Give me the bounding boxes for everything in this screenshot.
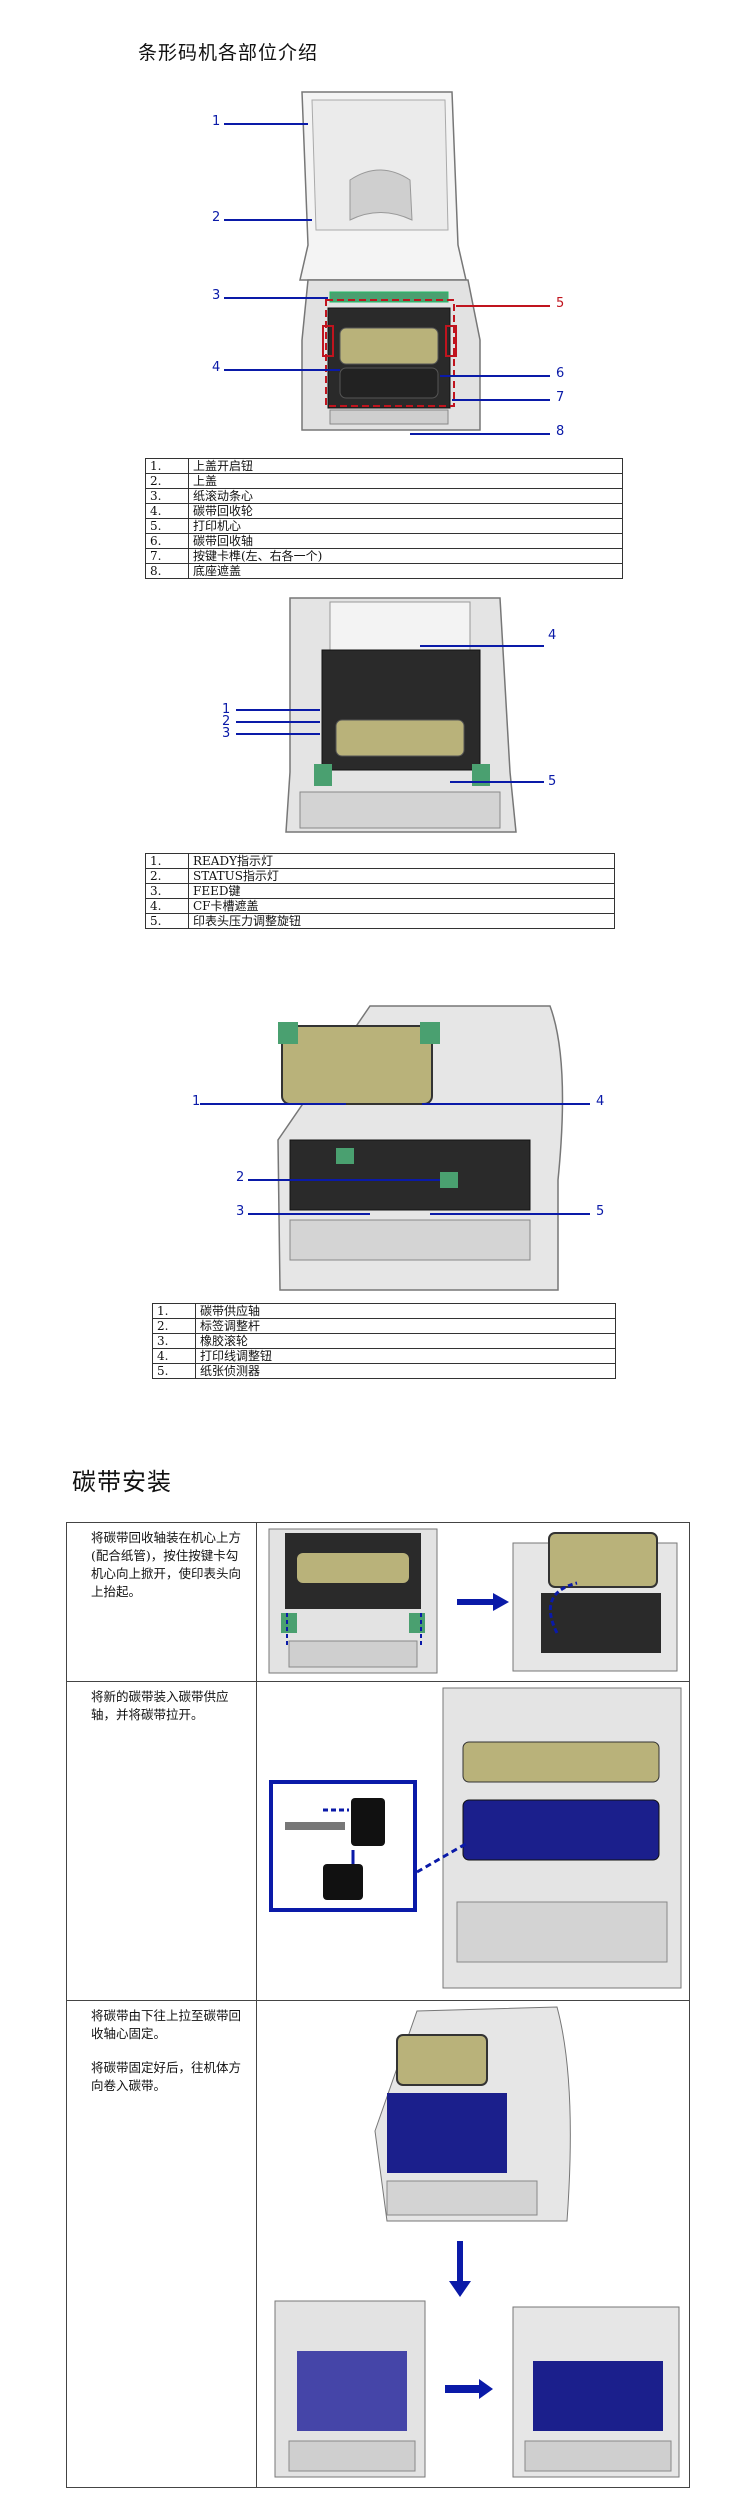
step-1-figure (256, 1522, 690, 1682)
step-2-figure (256, 1681, 690, 2001)
table-row: 2.上盖 (145, 473, 623, 489)
table-row: 1.碳带供应轴 (152, 1303, 616, 1319)
parts-table-2: 1.READY指示灯 2.STATUS指示灯 3.FEED键 4.CF卡槽遮盖 … (145, 853, 615, 929)
parts-table-1: 1.上盖开启钮 2.上盖 3.纸滚动条心 4.碳带回收轮 5.打印机心 6.碳带… (145, 458, 623, 579)
printer-angled-figure (200, 1005, 590, 1291)
printer-front-figure (224, 91, 550, 435)
table-row: 将碳带回收轴装在机心上方(配合纸管)，按住按键卡勾机心向上掀开，使印表头向上抬起… (66, 1522, 690, 1682)
callout-5: 5 (556, 296, 565, 311)
callout-3: 3 (212, 288, 221, 303)
table-row: 3.橡胶滚轮 (152, 1333, 616, 1349)
ribbon-install-steps: 将碳带回收轴装在机心上方(配合纸管)，按住按键卡勾机心向上掀开，使印表头向上抬起… (66, 1522, 690, 2488)
callout-4: 4 (548, 628, 557, 643)
table-row: 5.纸张侦测器 (152, 1363, 616, 1379)
table-row: 1.READY指示灯 (145, 853, 615, 869)
callout-1: 1 (212, 114, 221, 129)
callout-2: 2 (222, 714, 231, 729)
step-3-text: 将碳带由下往上拉至碳带回收轴心固定。 将碳带固定好后，往机体方向卷入碳带。 (66, 2000, 257, 2488)
callout-3: 3 (222, 726, 231, 741)
printer-mechanism-figure (236, 597, 544, 833)
callout-5: 5 (596, 1204, 605, 1219)
callout-1: 1 (192, 1094, 201, 1109)
parts-table-3: 1.碳带供应轴 2.标签调整杆 3.橡胶滚轮 4.打印线调整钮 5.纸张侦测器 (152, 1303, 616, 1379)
table-row: 将碳带由下往上拉至碳带回收轴心固定。 将碳带固定好后，往机体方向卷入碳带。 (66, 2000, 690, 2488)
table-row: 7.按键卡榫(左、右各一个) (145, 548, 623, 564)
table-row: 将新的碳带装入碳带供应轴，并将碳带拉开。 (66, 1681, 690, 2001)
callout-2: 2 (236, 1170, 245, 1185)
section-title-ribbon-install: 碳带安装 (72, 1468, 172, 1496)
callout-3: 3 (236, 1204, 245, 1219)
step-2-illustration (269, 1687, 682, 1989)
step-3-figure (256, 2000, 690, 2488)
table-row: 4.打印线调整钮 (152, 1348, 616, 1364)
callout-8: 8 (556, 424, 565, 439)
callout-7: 7 (556, 390, 565, 405)
callout-6: 6 (556, 366, 565, 381)
callout-2: 2 (212, 210, 221, 225)
callout-4: 4 (212, 360, 221, 375)
table-row: 2.STATUS指示灯 (145, 868, 615, 884)
step-2-text: 将新的碳带装入碳带供应轴，并将碳带拉开。 (66, 1681, 257, 2001)
callout-1: 1 (222, 702, 231, 717)
table-row: 2.标签调整杆 (152, 1318, 616, 1334)
callout-4: 4 (596, 1094, 605, 1109)
table-row: 4.碳带回收轮 (145, 503, 623, 519)
table-row: 4.CF卡槽遮盖 (145, 898, 615, 914)
table-row: 1.上盖开启钮 (145, 458, 623, 474)
step-1-text: 将碳带回收轴装在机心上方(配合纸管)，按住按键卡勾机心向上掀开，使印表头向上抬起… (66, 1522, 257, 1682)
step-1-illustration (268, 1528, 678, 1674)
table-row: 3.FEED键 (145, 883, 615, 899)
step-3-illustration (274, 2006, 680, 2478)
section-title-parts: 条形码机各部位介绍 (138, 42, 319, 64)
table-row: 5.打印机心 (145, 518, 623, 534)
table-row: 3.纸滚动条心 (145, 488, 623, 504)
table-row: 6.碳带回收轴 (145, 533, 623, 549)
table-row: 8.底座遮盖 (145, 563, 623, 579)
table-row: 5.印表头压力调整旋钮 (145, 913, 615, 929)
callout-5: 5 (548, 774, 557, 789)
